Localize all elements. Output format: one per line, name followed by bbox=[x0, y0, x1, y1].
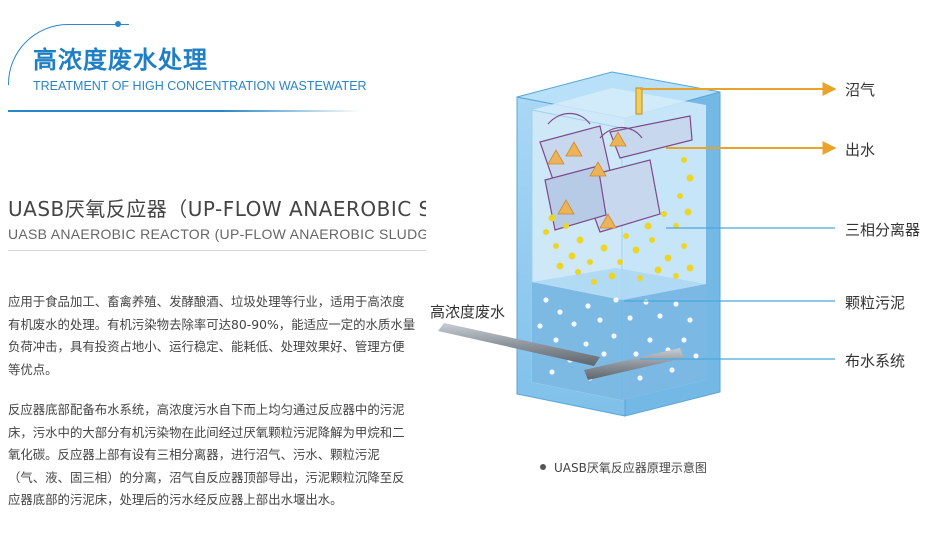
description-paragraph-2: 反应器底部配备布水系统，高浓度污水自下而上均匀通过反应器中的污泥床，污水中的大部… bbox=[8, 402, 405, 507]
header-dot bbox=[115, 21, 121, 27]
page-title: 高浓度废水处理 bbox=[33, 46, 208, 74]
label-biogas: 沼气 bbox=[845, 81, 876, 99]
section-divider bbox=[8, 250, 426, 251]
output-arrows bbox=[640, 82, 837, 155]
label-effluent: 出水 bbox=[845, 141, 876, 159]
inlet-pipe bbox=[438, 323, 684, 380]
label-granular-sludge: 颗粒污泥 bbox=[845, 294, 906, 312]
gas-bubbles bbox=[543, 157, 694, 285]
label-water-distribution: 布水系统 bbox=[845, 352, 906, 370]
page-subtitle-en: TREATMENT OF HIGH CONCENTRATION WASTEWAT… bbox=[33, 79, 367, 93]
description-paragraph-1: 应用于食品加工、畜禽养殖、发酵酿酒、垃圾处理等行业，适用于高浓度有机废水的处理。… bbox=[8, 294, 416, 377]
section-title-cn: UASB厌氧反应器（UP-FLOW ANAEROBIC SLUDGE BED） bbox=[8, 197, 426, 221]
label-inlet-wastewater: 高浓度废水 bbox=[430, 303, 506, 321]
label-three-phase-separator: 三相分离器 bbox=[845, 221, 921, 239]
label-leaders bbox=[624, 227, 835, 360]
separator-triangles bbox=[547, 131, 627, 229]
diagram-caption: UASB厌氧反应器原理示意图 bbox=[540, 459, 707, 476]
section-title-en: UASB ANAEROBIC REACTOR (UP-FLOW ANAEROBI… bbox=[8, 226, 426, 242]
